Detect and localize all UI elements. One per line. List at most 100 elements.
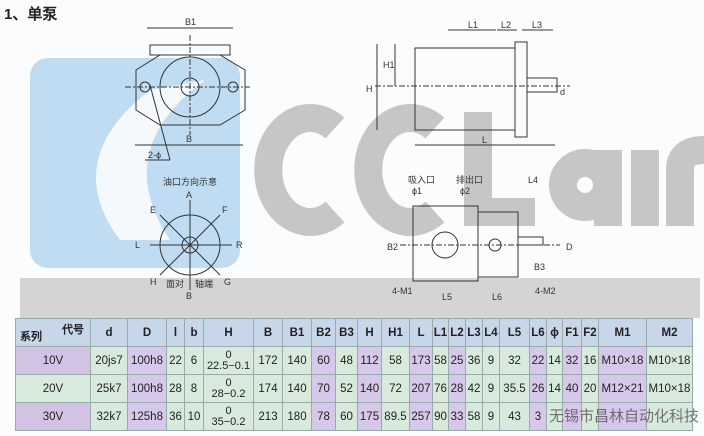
label-4-M2: 4-M2 [535,286,556,296]
table-cell: 22 [529,346,547,375]
inlet-label: 吸入口 [408,175,435,185]
dir-L: L [135,240,140,250]
table-cell: 9 [482,402,500,431]
front-view [125,27,250,161]
table-cell: 14 [546,374,563,403]
inlet-dia: ϕ1 [412,186,422,196]
table-cell: M12×21 [598,374,647,403]
column-header: L2 [448,318,466,347]
label-4-M1: 4-M1 [392,286,413,296]
table-cell: 9 [482,346,500,375]
table-cell [581,402,599,431]
table-cell: 26 [529,374,547,403]
series-cell: 10V [15,346,91,375]
table-cell: 28 [166,374,185,403]
label-B2: B2 [387,242,398,252]
table-cell: 3 [529,402,547,431]
column-header: F2 [581,318,599,347]
series-cell: 20V [15,374,91,403]
shaft-end-label: 轴端 [195,278,213,289]
table-cell: 174 [253,374,283,403]
table-cell: 35.5 [499,374,530,403]
table-cell: 140 [282,374,312,403]
table-cell: 58 [465,402,483,431]
watermark-logo [20,58,704,318]
table-cell: 48 [335,346,358,375]
watermark-text: 无锡市昌林自动化科技 [549,408,700,425]
dir-E: E [150,205,156,215]
table-cell: 58 [381,346,410,375]
table-cell: 180 [282,402,312,431]
column-header: L3 [465,318,483,347]
label-L3: L3 [532,20,542,30]
table-cell: 32 [562,346,582,375]
column-header: M1 [598,318,647,347]
table-cell: 173 [409,346,433,375]
column-header: H1 [381,318,410,347]
table-cell: 32 [499,346,530,375]
side-view [375,29,570,146]
page-title: 1、单泵 [4,6,58,23]
table-cell: 100h8 [127,374,167,403]
table-cell: 76 [432,374,449,403]
table-cell: 43 [499,402,530,431]
tolerance-line: 35−0.2 [211,415,246,428]
column-header: L1 [432,318,449,347]
table-cell [598,402,647,431]
column-header: ϕ [546,318,563,347]
table-cell: 22 [166,346,185,375]
table-cell: 52 [335,374,358,403]
table-cell: 16 [581,346,599,375]
technical-drawing: B1 B 2-ϕ 油口方向示意 A E F L R H G 面对 轴端 B L1… [20,17,704,318]
label-L1: L1 [468,20,478,30]
corner-header: 代号系列 [15,318,91,347]
table-cell: 112 [357,346,382,375]
tolerance-line: 22.5−0.1 [206,359,251,372]
table-cell: 9 [482,374,500,403]
label-D: D [566,242,573,252]
label-d: d [560,87,565,97]
table-cell: 10 [184,402,204,431]
table-cell [646,402,693,431]
column-header: L6 [529,318,547,347]
table-cell: M10×18 [598,346,647,375]
label-H: H [366,84,373,94]
table-cell: 172 [253,346,283,375]
column-header: L [409,318,433,347]
table-cell: 14 [546,346,563,375]
label-L2: L2 [501,20,511,30]
table-cell: 207 [409,374,433,403]
label-B3: B3 [534,262,545,272]
table-cell: 6 [184,346,204,375]
port-direction-diagram [150,200,232,290]
label-L: L [482,135,487,145]
table-cell: 140 [282,346,312,375]
table-cell: 257 [409,402,433,431]
table-cell: 60 [335,402,358,431]
dir-A: A [186,190,192,200]
column-header: H [357,318,382,347]
port-direction-title: 油口方向示意 [163,176,217,187]
tolerance-line: 28−0.2 [211,387,246,400]
column-header: M2 [646,318,693,347]
column-header: H [203,318,254,347]
table-cell: M10×18 [646,346,693,375]
tolerance-line: 0 [225,348,232,361]
dir-G: G [224,277,231,287]
column-header: F1 [562,318,582,347]
table-cell: 25 [448,346,466,375]
dir-F: F [222,205,228,215]
table-cell: 72 [381,374,410,403]
port-view [400,205,560,282]
column-header: l [166,318,185,347]
table-cell: 20js7 [90,346,128,375]
table-cell: 58 [432,346,449,375]
label-2-phi: 2-ϕ [148,150,161,160]
label-B1: B1 [185,17,196,27]
table-cell: 140 [357,374,382,403]
